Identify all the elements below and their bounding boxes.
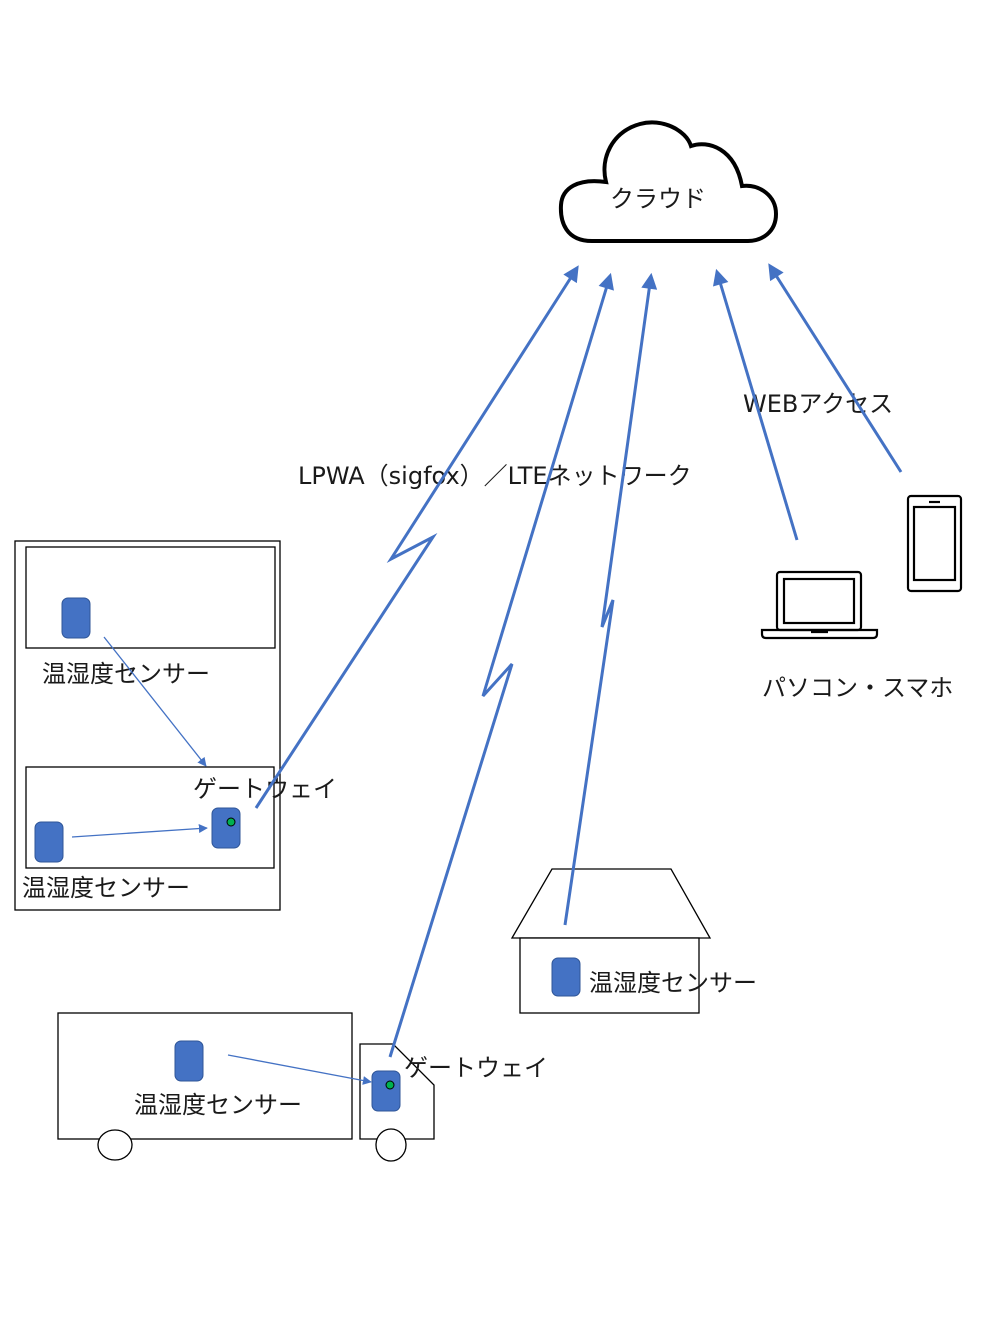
house-sensor-uplink [563,272,658,926]
web-access-label: WEBアクセス [743,390,893,418]
laptop-web-access-link [712,268,799,541]
house-body [519,937,700,1014]
network-label: LPWA（sigfox）／LTEネットワーク [298,462,692,490]
lower-sensor-label: 温湿度センサー [22,874,190,902]
truck-sensor-to-gateway-arrow [227,1054,372,1085]
lower-sensor-to-gateway-arrow [71,824,208,838]
upper-sensor-to-gateway-arrow [103,636,207,767]
house-sensor [551,957,581,997]
warehouse-gateway [211,807,241,849]
truck-front-wheel [375,1128,407,1162]
gateway-status-led [226,817,236,827]
truck-cargo [57,1012,353,1140]
laptop-icon [760,570,879,640]
truck-gateway-status-led [385,1080,395,1090]
clients-label: パソコン・スマホ [762,674,953,702]
warehouse-gateway-uplink [254,265,579,809]
phone-web-access-link [768,263,903,473]
house: 温湿度センサー [510,868,757,1014]
warehouse-gateway-label: ゲートウェイ [193,775,337,803]
smartphone-icon [906,494,963,593]
truck: 温湿度センサー ゲートウェイ [57,1012,548,1162]
cloud: クラウド [558,120,779,243]
house-roof [510,868,712,939]
cloud-label: クラウド [610,185,706,213]
lower-sensor [34,821,64,863]
upper-sensor [61,597,91,639]
truck-gateway-uplink [388,272,614,1058]
truck-rear-wheel [97,1129,133,1161]
cloud-icon [558,120,779,243]
warehouse: 温湿度センサー ゲートウェイ 温湿度センサー [14,540,337,911]
truck-gateway [371,1070,401,1112]
truck-sensor-label: 温湿度センサー [134,1091,302,1119]
truck-gateway-label: ゲートウェイ [404,1054,548,1082]
house-sensor-label: 温湿度センサー [589,969,757,997]
truck-sensor [174,1040,204,1082]
